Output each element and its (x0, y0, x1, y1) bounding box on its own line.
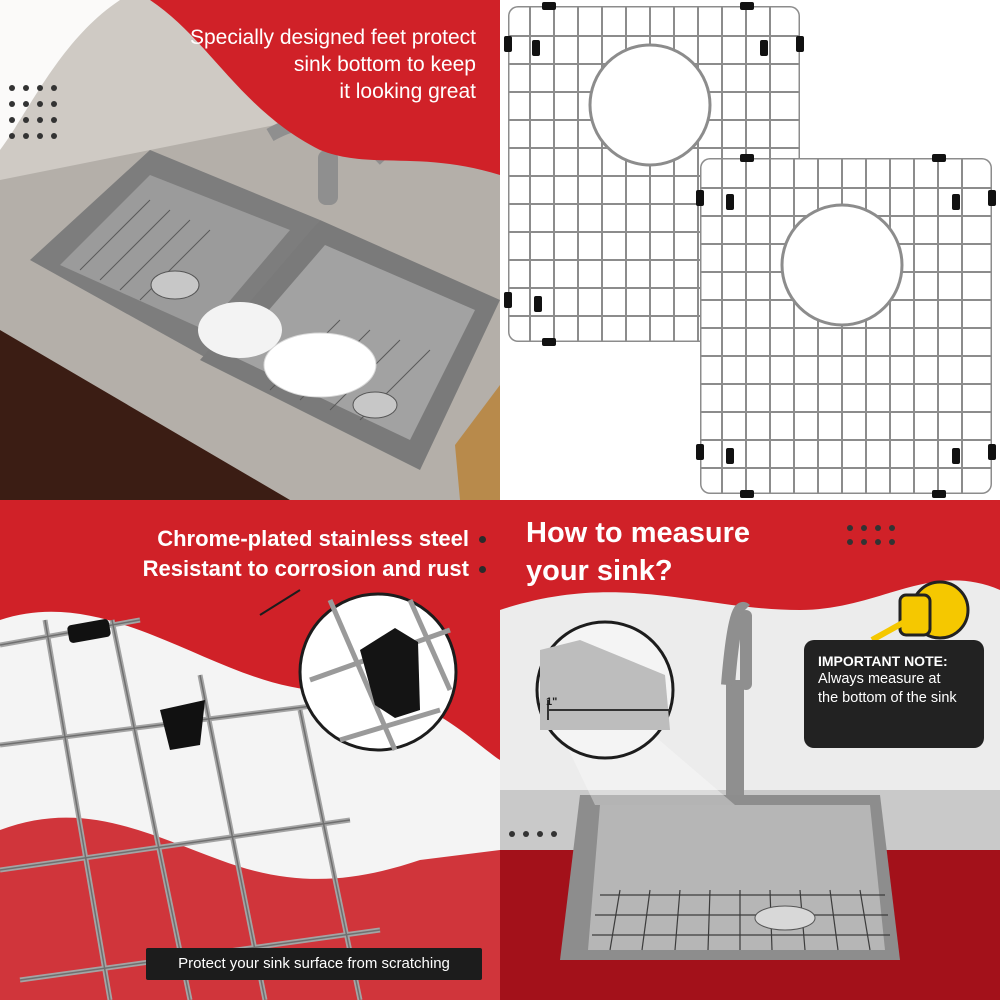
feature-item: Chrome-plated stainless steel (143, 524, 486, 554)
measure-guide-illustration (500, 500, 1000, 1000)
measure-label: 1" (546, 696, 558, 708)
feet-caption-line-1: Specially designed feet protect (189, 26, 476, 49)
note-line-1: Always measure at (818, 671, 941, 687)
bullet-icon (479, 565, 486, 573)
feet-caption: Specially designed feet protect sink bot… (116, 24, 476, 105)
measure-heading-line-1: How to measure (526, 517, 750, 549)
feet-caption-line-2: sink bottom to keep (293, 53, 476, 76)
measure-heading: How to measure your sink? (526, 514, 750, 590)
decorative-dots (509, 525, 895, 837)
sink-photo-illustration (0, 0, 500, 500)
note-line-2: the bottom of the sink (818, 690, 957, 706)
feature-list: Chrome-plated stainless steel Resistant … (143, 524, 486, 584)
sink-photo-panel: Specially designed feet protect sink bot… (0, 0, 500, 500)
important-note-card: IMPORTANT NOTE: Always measure at the bo… (804, 640, 984, 748)
measure-guide-panel: How to measure your sink? 1" IMPORTANT N… (500, 500, 1000, 1000)
feature-line-2: Resistant to corrosion and rust (142, 556, 469, 581)
grid-racks-illustration (504, 2, 996, 498)
decorative-dots (9, 85, 57, 139)
bullet-icon (479, 535, 486, 543)
grid-closeup-illustration (0, 500, 500, 1000)
note-title: IMPORTANT NOTE: (818, 653, 948, 669)
feet-caption-line-3: it looking great (339, 80, 476, 103)
feature-item: Resistant to corrosion and rust (143, 554, 486, 584)
grid-racks-panel (500, 0, 1000, 500)
feature-line-1: Chrome-plated stainless steel (157, 526, 469, 551)
scratch-protection-banner: Protect your sink surface from scratchin… (146, 948, 482, 980)
measure-heading-line-2: your sink? (526, 555, 673, 587)
grid-closeup-panel: Chrome-plated stainless steel Resistant … (0, 500, 500, 1000)
